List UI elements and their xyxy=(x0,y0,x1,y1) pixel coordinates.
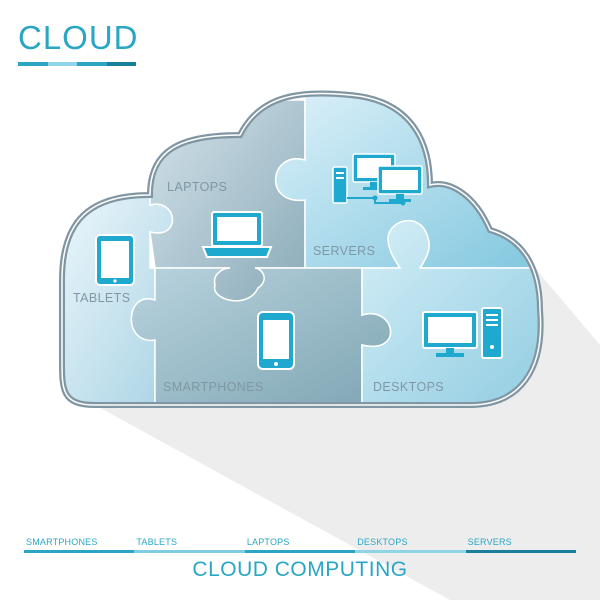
underline-segment xyxy=(47,62,77,66)
category-bar-segment xyxy=(24,550,135,553)
page-title: CLOUD xyxy=(18,19,139,56)
category-bar: SMARTPHONES TABLETS LAPTOPS DESKTOPS SER… xyxy=(24,537,577,553)
underline-segment xyxy=(18,62,48,66)
label-laptops: LAPTOPS xyxy=(167,180,227,194)
smartphone-icon xyxy=(257,311,295,370)
underline-segment xyxy=(106,62,136,66)
category-desktops: DESKTOPS xyxy=(357,537,408,547)
cloud-shadow xyxy=(95,262,600,600)
label-desktops: DESKTOPS xyxy=(373,380,444,394)
laptop-icon xyxy=(201,211,273,258)
category-smartphones: SMARTPHONES xyxy=(26,537,98,547)
category-bar-segment xyxy=(355,550,466,553)
underline-segment xyxy=(77,62,107,66)
tablet-icon xyxy=(95,234,135,286)
servers-icon xyxy=(332,153,423,206)
title-underline xyxy=(18,62,136,66)
category-bar-segment xyxy=(244,550,356,553)
category-tablets: TABLETS xyxy=(136,537,178,547)
label-smartphones: SMARTPHONES xyxy=(163,380,264,394)
desktop-icon xyxy=(422,307,503,359)
label-tablets: TABLETS xyxy=(73,291,130,305)
category-servers: SERVERS xyxy=(467,537,512,547)
subtitle: CLOUD COMPUTING xyxy=(192,558,408,581)
label-servers: SERVERS xyxy=(313,244,375,258)
category-laptops: LAPTOPS xyxy=(246,537,290,547)
category-bar-segment xyxy=(134,550,245,553)
category-bar-segment xyxy=(465,550,577,553)
